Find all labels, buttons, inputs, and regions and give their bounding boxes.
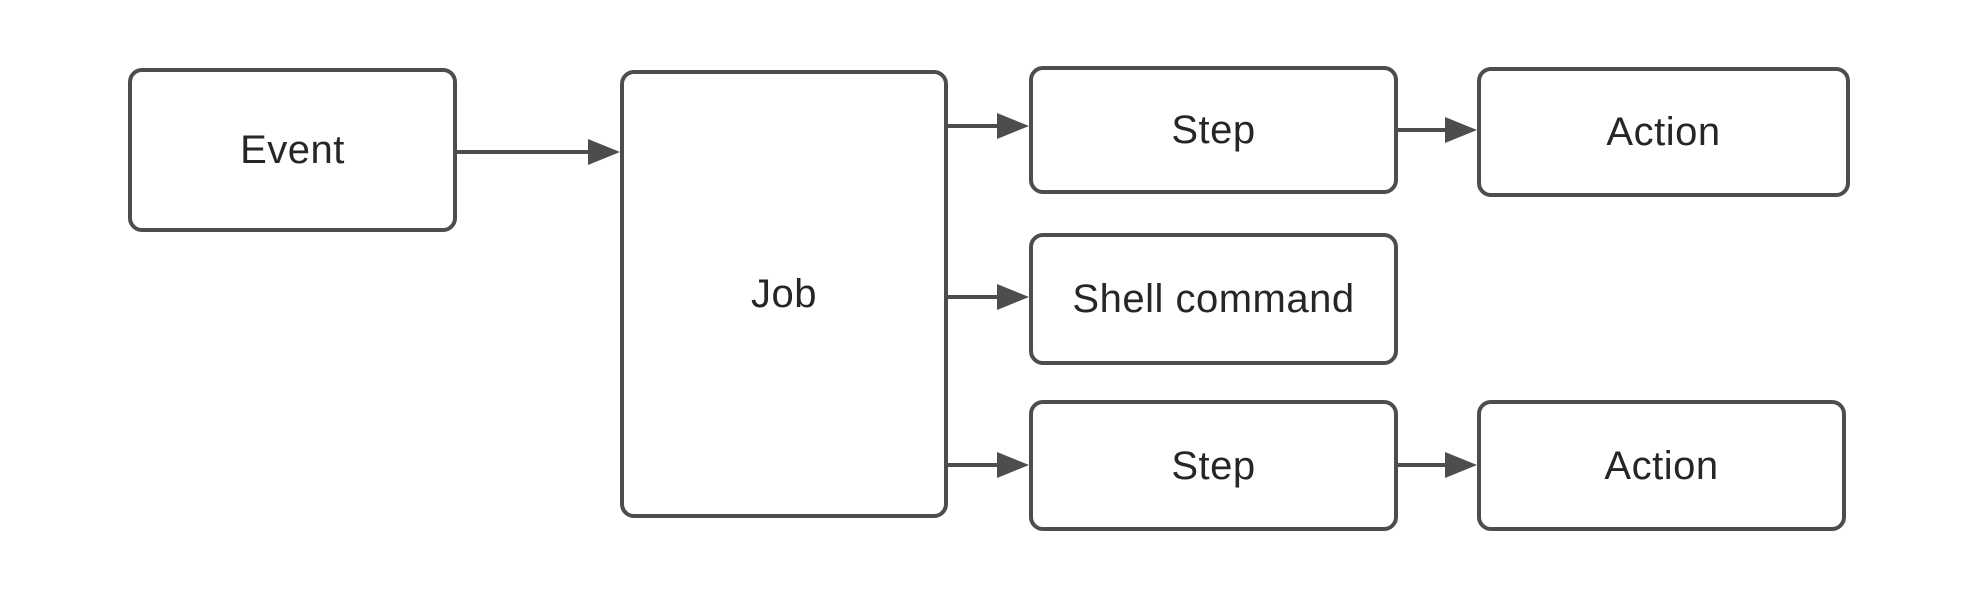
node-shell-command: Shell command [1029,233,1398,365]
arrowhead-icon [588,139,620,165]
arrowhead-icon [997,452,1029,478]
arrow-job-to-shell-command [948,284,1029,310]
arrowhead-icon [1445,117,1477,143]
node-action-bottom: Action [1477,400,1846,531]
node-step-bottom: Step [1029,400,1398,531]
arrow-event-to-job [457,139,620,165]
arrow-step-bottom-to-action-bottom [1398,452,1477,478]
arrowhead-icon [997,284,1029,310]
node-job: Job [620,70,948,518]
node-label-action-bottom: Action [1604,443,1719,488]
node-label-step-bottom: Step [1171,443,1256,488]
node-event: Event [128,68,457,232]
node-action-top: Action [1477,67,1850,197]
node-label-step-top: Step [1171,108,1256,152]
node-label-action-top: Action [1606,110,1721,154]
node-label-event: Event [240,128,345,172]
arrowhead-icon [1445,452,1477,478]
arrowhead-icon [997,113,1029,139]
node-label-shell-command: Shell command [1072,277,1355,321]
node-label-job: Job [751,272,817,316]
arrow-job-to-step-top [948,113,1029,139]
arrow-job-to-step-bottom [948,452,1029,478]
node-step-top: Step [1029,66,1398,194]
arrow-step-top-to-action-top [1398,117,1477,143]
